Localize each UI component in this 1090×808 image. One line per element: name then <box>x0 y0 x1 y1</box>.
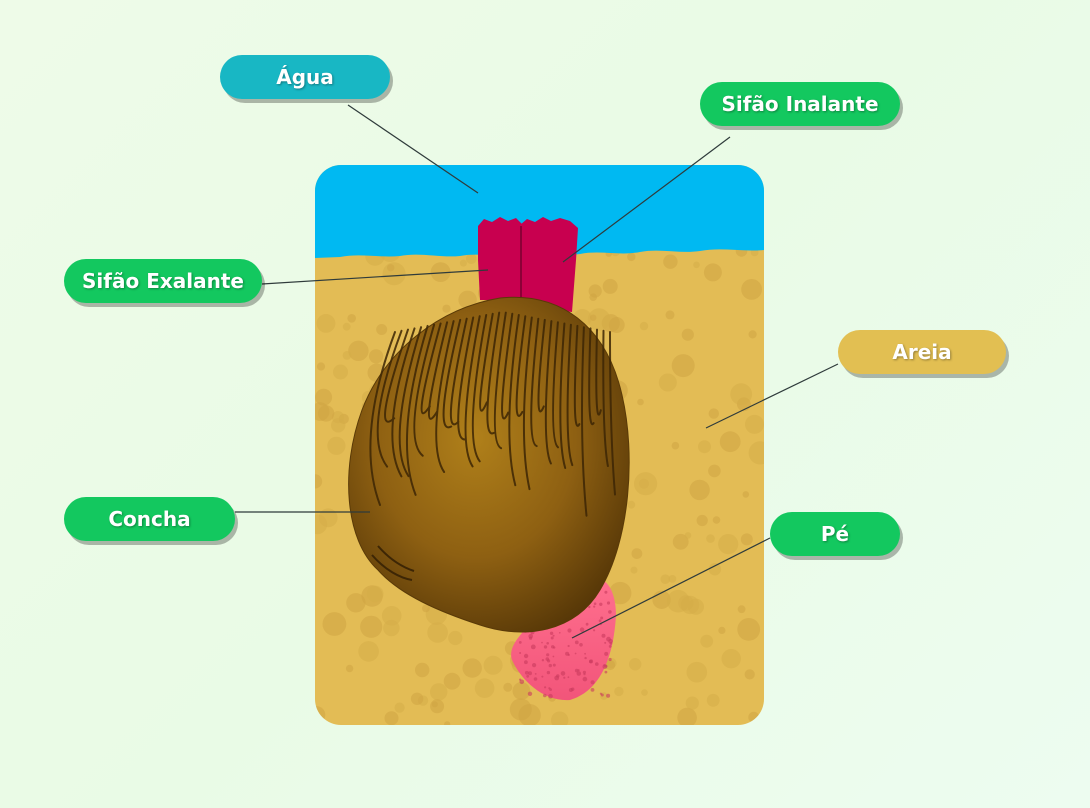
label-pe: Pé <box>770 512 900 556</box>
label-sifao-inalante: Sifão Inalante <box>700 82 900 126</box>
shell <box>348 296 630 633</box>
label-sifao-exalante: Sifão Exalante <box>64 259 262 303</box>
connector-pe <box>571 537 771 639</box>
water-layer <box>315 165 764 258</box>
siphons <box>478 217 578 312</box>
habitat-panel <box>315 165 764 725</box>
connector-areia <box>705 363 839 429</box>
foot <box>511 578 616 701</box>
label-areia: Areia <box>838 330 1006 374</box>
label-concha: Concha <box>64 497 235 541</box>
connector-sifao-exalante <box>261 269 489 285</box>
connector-sifao-inalante <box>562 136 731 263</box>
connector-agua <box>347 104 479 194</box>
label-agua: Água <box>220 55 390 99</box>
connector-lines <box>235 104 839 639</box>
